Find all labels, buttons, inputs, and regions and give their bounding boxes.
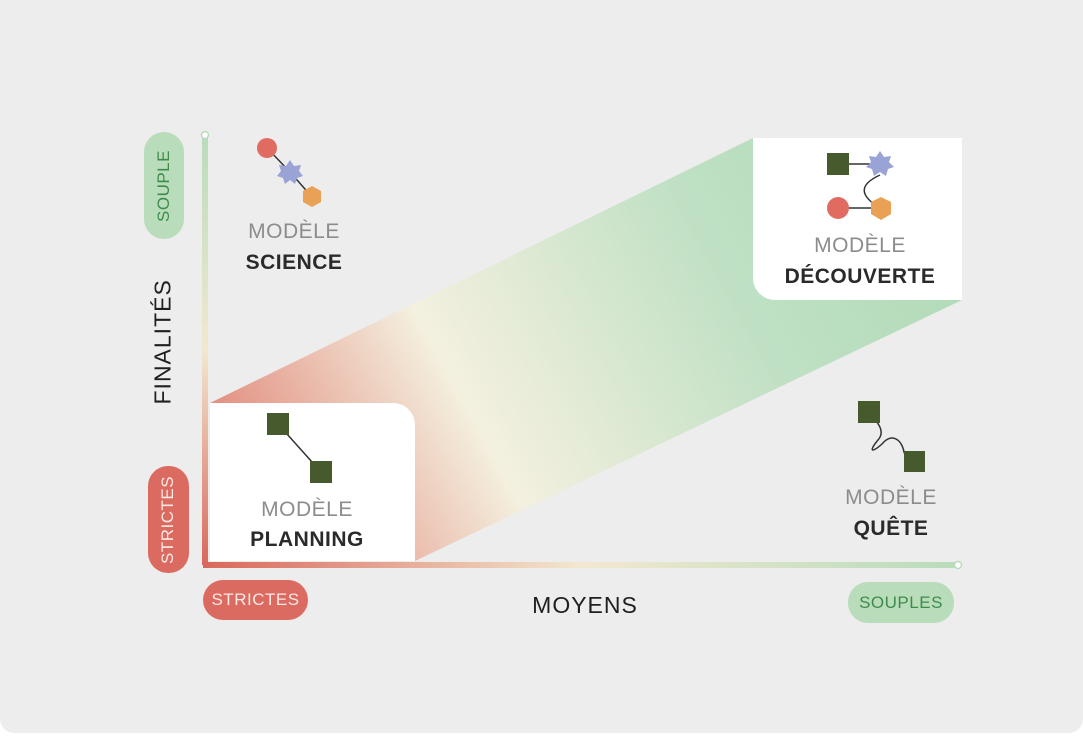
quete-icon	[858, 401, 925, 472]
planning-icon	[267, 413, 332, 483]
science-name-label: SCIENCE	[245, 251, 343, 274]
science-icon	[257, 138, 321, 207]
quete-kind-label: MODÈLE	[845, 486, 937, 509]
quete-name-label: QUÊTE	[853, 517, 929, 540]
planning-name-label: PLANNING	[250, 528, 364, 551]
decouverte-kind-label: MODÈLE	[814, 234, 906, 257]
planning-kind-label: MODÈLE	[261, 498, 353, 521]
y-axis-high-badge-label: SOUPLE	[154, 149, 174, 222]
x-axis-low-badge: STRICTES	[203, 580, 308, 620]
x-axis-high-badge-label: SOUPLES	[859, 592, 943, 612]
x-axis-high-badge: SOUPLES	[848, 582, 954, 623]
decouverte-name-label: DÉCOUVERTE	[784, 265, 936, 288]
x-axis-end-dot	[953, 560, 963, 570]
y-axis-title: FINALITÉS	[149, 279, 176, 405]
y-axis-high-badge: SOUPLE	[144, 132, 184, 239]
x-axis-low-badge-label: STRICTES	[211, 590, 300, 609]
y-axis-low-badge: STRICTES	[148, 466, 189, 573]
y-axis-end-dot	[200, 130, 210, 140]
science-kind-label: MODÈLE	[248, 220, 340, 243]
x-axis-title: MOYENS	[532, 592, 638, 618]
y-axis-low-badge-label: STRICTES	[158, 475, 178, 564]
decouverte-icon	[827, 151, 894, 220]
decouverte-card	[753, 138, 962, 300]
